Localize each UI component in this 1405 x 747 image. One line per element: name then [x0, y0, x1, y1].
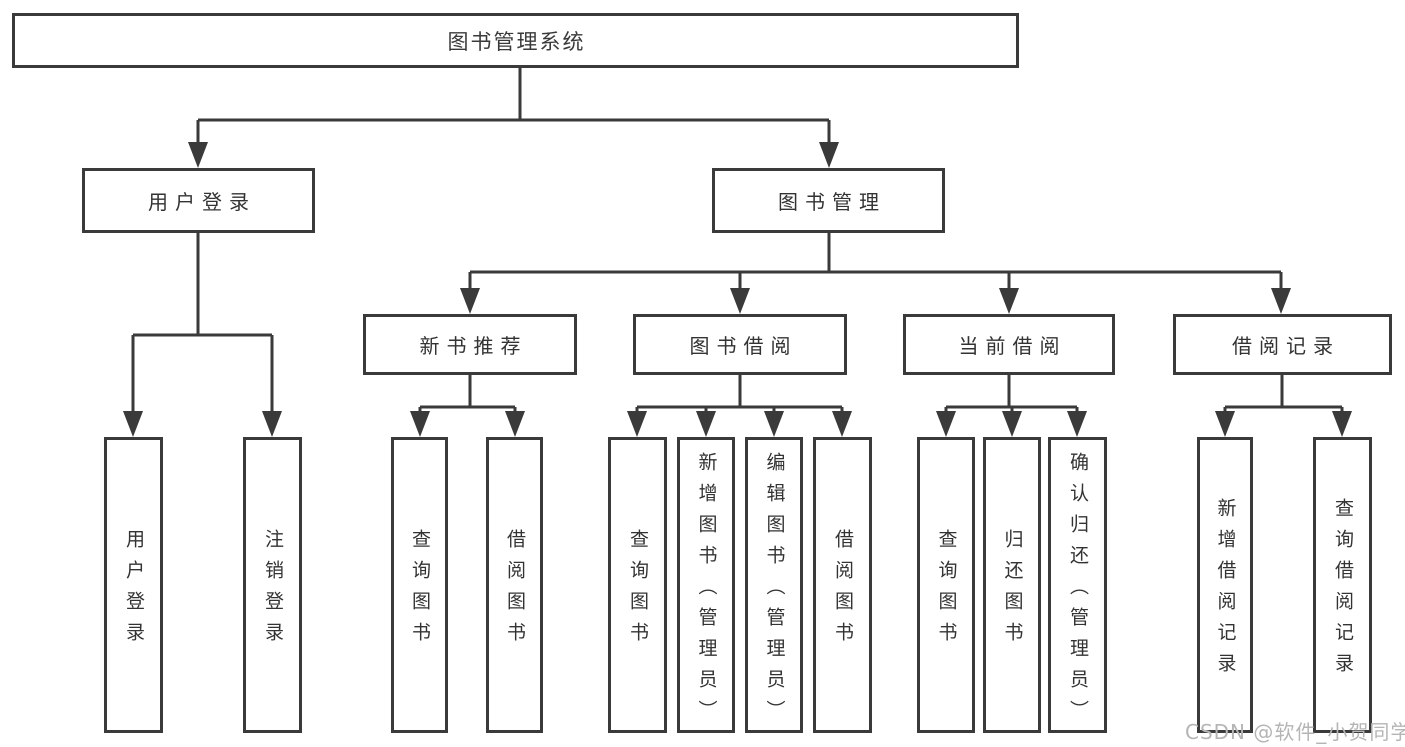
- node-user-login: 用户登录: [82, 168, 315, 233]
- node-label: 新增借阅记录: [1214, 498, 1237, 684]
- node-root: 图书管理系统: [12, 13, 1019, 68]
- node-label: 借阅记录: [1232, 334, 1340, 358]
- node-borrowing-records: 借阅记录: [1173, 314, 1392, 375]
- leaf-query-borrow-record: 查询借阅记录: [1313, 437, 1372, 733]
- node-label: 图书借阅: [689, 334, 798, 358]
- leaf-query-books-recommend: 查询图书: [391, 437, 448, 733]
- node-label: 归还图书: [1001, 529, 1024, 653]
- leaf-query-books-borrowing: 查询图书: [608, 437, 667, 733]
- node-book-borrowing: 图书借阅: [633, 314, 847, 375]
- leaf-borrow-books: 借阅图书: [813, 437, 872, 733]
- node-book-management: 图书管理: [712, 168, 945, 233]
- node-label: 注销登录: [262, 529, 284, 653]
- node-label: 用户登录: [148, 190, 256, 214]
- node-label: 当前借阅: [958, 334, 1067, 358]
- node-label: 编辑图书（管理员）: [763, 451, 786, 731]
- leaf-confirm-return-admin: 确认归还（管理员）: [1048, 437, 1107, 733]
- leaf-edit-books-admin: 编辑图书（管理员）: [745, 437, 803, 733]
- node-new-book-recommend: 新书推荐: [363, 314, 577, 375]
- leaf-query-books-current: 查询图书: [917, 437, 975, 733]
- leaf-add-borrow-record: 新增借阅记录: [1197, 437, 1253, 733]
- leaf-user-login: 用户登录: [104, 437, 163, 733]
- node-label: 查询借阅记录: [1332, 498, 1354, 684]
- node-label: 借阅图书: [832, 529, 854, 653]
- node-label: 确认归还（管理员）: [1067, 451, 1089, 731]
- node-current-borrowing: 当前借阅: [903, 314, 1115, 375]
- csdn-watermark: CSDN @软件_小贺同学: [1185, 720, 1405, 744]
- node-label: 新书推荐: [419, 334, 528, 358]
- leaf-borrow-books-recommend: 借阅图书: [486, 437, 543, 733]
- node-label: 新增图书（管理员）: [695, 451, 718, 731]
- leaf-add-books-admin: 新增图书（管理员）: [677, 437, 735, 733]
- leaf-logout: 注销登录: [243, 437, 302, 733]
- node-label: 查询图书: [935, 529, 958, 653]
- node-label: 借阅图书: [504, 529, 526, 653]
- leaf-return-books: 归还图书: [983, 437, 1041, 733]
- node-label: 图书管理: [778, 190, 886, 214]
- node-label: 查询图书: [627, 529, 649, 653]
- node-label: 用户登录: [123, 529, 145, 653]
- node-label: 图书管理系统: [447, 29, 586, 54]
- node-label: 查询图书: [409, 529, 431, 653]
